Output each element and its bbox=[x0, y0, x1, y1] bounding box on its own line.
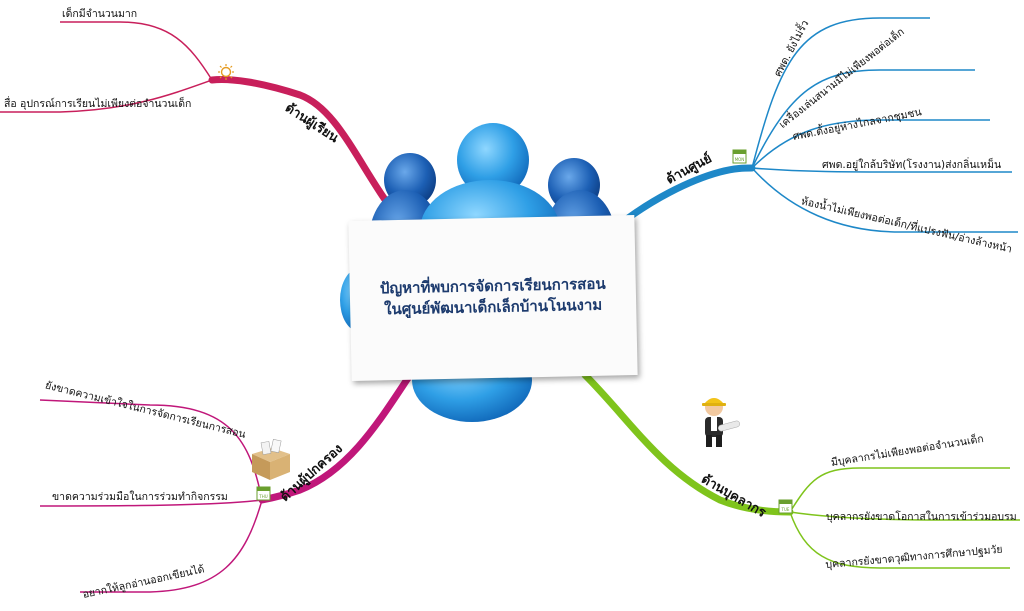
center-item-4[interactable]: ศพด.อยู่ใกล้บริษัท(โรงงาน)ส่งกลิ่นเหม็น bbox=[822, 159, 1002, 171]
central-topic-card[interactable]: ปัญหาที่พบการจัดการเรียนการสอน ในศูนย์พั… bbox=[348, 215, 638, 381]
staff-item-2[interactable]: บุคลากรยังขาดโอกาสในการเข้าร่วมอบรม bbox=[826, 511, 1017, 523]
sub-line-center-3 bbox=[751, 119, 990, 169]
branch-line-staff bbox=[581, 371, 794, 516]
sub-line-learner-2 bbox=[0, 79, 213, 113]
sub-line-learner-1 bbox=[60, 21, 213, 81]
worker-icon bbox=[702, 398, 740, 447]
branch-line-learner bbox=[208, 76, 404, 224]
sun-icon bbox=[218, 64, 234, 80]
sub-line-staff-1 bbox=[789, 467, 1010, 513]
learner-item-1[interactable]: เด็กมีจำนวนมาก bbox=[62, 8, 138, 20]
sub-line-parent-3 bbox=[80, 499, 263, 593]
sub-line-parent-1 bbox=[39, 399, 263, 501]
central-topic-title: ปัญหาที่พบการจัดการเรียนการสอน ในศูนย์พั… bbox=[350, 273, 637, 321]
parent-item-2[interactable]: ขาดความร่วมมือในการร่วมทำกิจกรรม bbox=[52, 491, 228, 503]
branch-line-parent bbox=[258, 371, 414, 504]
calendar-text-center: MON bbox=[735, 157, 745, 162]
learner-item-2[interactable]: สื่อ อุปกรณ์การเรียนไม่เพียงต่อจำนวนเด็ก bbox=[4, 98, 192, 110]
sub-line-center-2 bbox=[751, 69, 975, 169]
sub-line-parent-2 bbox=[39, 499, 263, 507]
box-icon bbox=[252, 439, 290, 480]
calendar-icon-staff: TUE bbox=[778, 499, 793, 514]
sub-line-center-1 bbox=[751, 17, 930, 169]
sub-line-staff-2 bbox=[789, 511, 1020, 521]
calendar-text-parent: THU bbox=[258, 494, 267, 499]
sub-line-staff-3 bbox=[789, 511, 1010, 569]
calendar-icon-center: MON bbox=[732, 149, 747, 164]
branch-line-center bbox=[611, 164, 756, 232]
calendar-text-staff: TUE bbox=[781, 507, 790, 512]
sub-line-center-5 bbox=[751, 167, 1018, 233]
calendar-icon-parent: THU bbox=[256, 486, 271, 501]
sub-line-center-4 bbox=[751, 167, 1012, 173]
